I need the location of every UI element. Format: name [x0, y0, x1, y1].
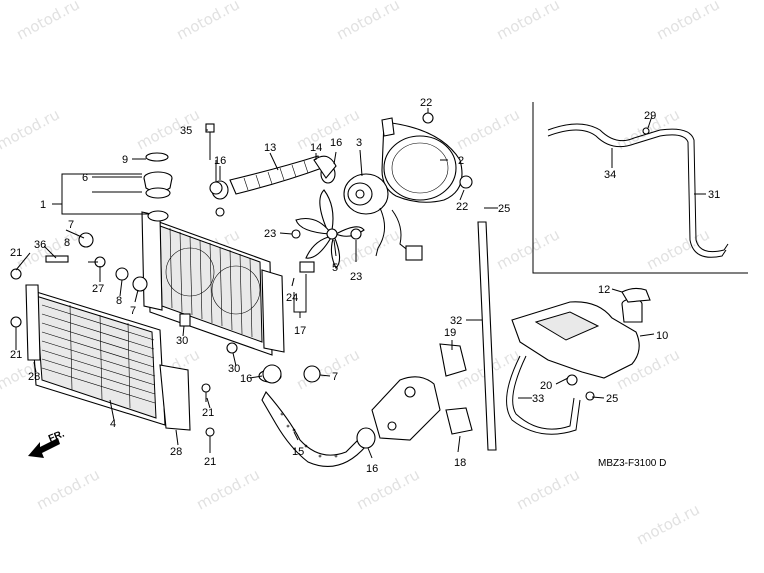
callout-31: 31 — [708, 189, 720, 201]
callout-1: 1 — [40, 199, 46, 211]
callout-28a: 28 — [28, 371, 40, 383]
radiator-grille — [25, 284, 191, 431]
callout-21c: 21 — [202, 407, 214, 419]
callout-7c: 7 — [332, 371, 338, 383]
leader-lines — [15, 108, 706, 459]
callout-10: 10 — [656, 330, 668, 342]
front-direction-arrow: FR. — [28, 428, 66, 458]
callout-28b: 28 — [170, 446, 182, 458]
inset-hoses — [547, 123, 729, 258]
callout-35: 35 — [180, 125, 192, 137]
watermark: motod.ru — [453, 105, 522, 153]
callout-22a: 22 — [420, 97, 432, 109]
callout-16b: 16 — [214, 155, 226, 167]
fan-blade — [295, 189, 365, 269]
callout-29: 29 — [644, 110, 656, 122]
callout-27: 27 — [92, 283, 104, 295]
watermark: motod.ru — [653, 0, 722, 44]
inset-frame — [532, 102, 748, 274]
callout-16d: 16 — [366, 463, 378, 475]
callout-12: 12 — [598, 284, 610, 296]
watermark: motod.ru — [193, 465, 262, 513]
watermark: motod.ru — [173, 0, 242, 44]
callout-13: 13 — [264, 142, 276, 154]
watermark: motod.ru — [33, 465, 102, 513]
callout-30b: 30 — [228, 363, 240, 375]
callout-7a: 7 — [68, 219, 74, 231]
radiator-core — [141, 210, 285, 356]
callout-8b: 8 — [116, 295, 122, 307]
hose-upper — [211, 155, 337, 200]
diagram-code: MBZ3-F3100 D — [598, 458, 666, 469]
callout-18: 18 — [454, 457, 466, 469]
watermark: motod.ru — [13, 0, 82, 44]
callout-7b: 7 — [130, 305, 136, 317]
callout-20: 20 — [540, 380, 552, 392]
callout-3: 3 — [356, 137, 362, 149]
watermark: motod.ru — [293, 345, 362, 393]
callout-32: 32 — [450, 315, 462, 327]
direction-label: FR. — [47, 428, 66, 444]
callout-36: 36 — [34, 239, 46, 251]
watermark: motod.ru — [133, 105, 202, 153]
callout-25a: 25 — [498, 203, 510, 215]
callout-33: 33 — [532, 393, 544, 405]
callout-labels: 1 2 3 4 5 6 7 7 7 8 8 9 10 12 13 14 15 1… — [10, 97, 720, 475]
watermark: motod.ru — [493, 0, 562, 44]
callout-4: 4 — [110, 418, 116, 430]
callout-30a: 30 — [176, 335, 188, 347]
watermark: motod.ru — [0, 105, 63, 153]
callout-9: 9 — [122, 154, 128, 166]
watermark: motod.ru — [633, 500, 702, 548]
radiator-cap — [143, 152, 173, 199]
callout-14: 14 — [310, 142, 322, 154]
callout-34: 34 — [604, 169, 616, 181]
fan-motor — [343, 173, 423, 261]
callout-5: 5 — [332, 262, 338, 274]
callout-21d: 21 — [204, 456, 216, 468]
callout-23a: 23 — [264, 228, 276, 240]
callout-6: 6 — [82, 172, 88, 184]
watermark: motod.ru — [493, 225, 562, 273]
watermark: motod.ru — [353, 465, 422, 513]
callout-2: 2 — [458, 155, 464, 167]
callout-22b: 22 — [456, 201, 468, 213]
callout-15: 15 — [292, 446, 304, 458]
reserve-tank — [511, 287, 651, 379]
callout-16a: 16 — [330, 137, 342, 149]
callout-23b: 23 — [350, 271, 362, 283]
thermostat-housing — [371, 343, 473, 441]
callout-21a: 21 — [10, 247, 22, 259]
callout-24: 24 — [286, 292, 298, 304]
fan-shroud — [381, 117, 463, 203]
watermark: motod.ru — [293, 105, 362, 153]
callout-21b: 21 — [10, 349, 22, 361]
watermark: motod.ru — [513, 465, 582, 513]
callout-19: 19 — [444, 327, 456, 339]
callout-17: 17 — [294, 325, 306, 337]
callout-8a: 8 — [64, 237, 70, 249]
watermark: motod.ru — [333, 0, 402, 44]
callout-16c: 16 — [240, 373, 252, 385]
callout-25b: 25 — [606, 393, 618, 405]
overflow-hoses — [477, 221, 581, 451]
